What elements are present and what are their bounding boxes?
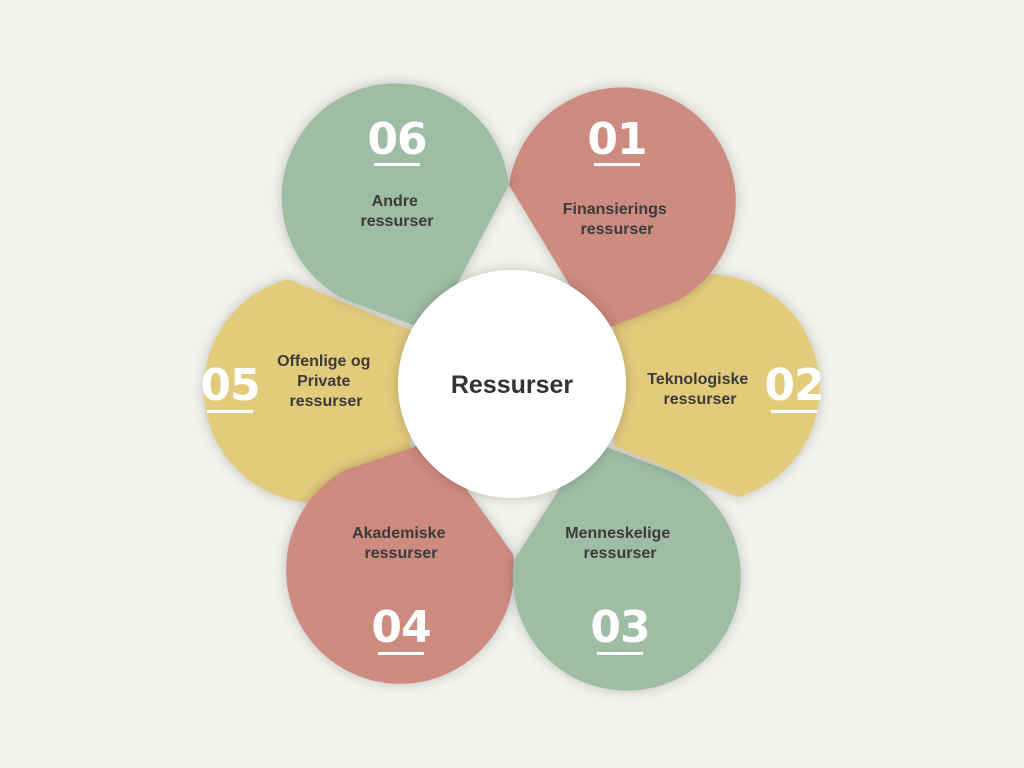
petal-05-label: Offenlige og Private ressurser <box>277 353 375 410</box>
petal-04-number: 04 <box>371 602 430 653</box>
petal-03-label: Menneskelige ressurser <box>565 525 674 562</box>
petal-05: 05 Offenlige og Private ressurser <box>200 353 375 413</box>
petal-06-underline <box>374 163 420 166</box>
petal-03-underline <box>597 652 643 655</box>
petal-03: 03 Menneskelige ressurser <box>565 525 674 655</box>
petal-06: 06 Andre ressurser <box>361 114 434 230</box>
petal-05-number: 05 <box>200 360 259 411</box>
petal-04: 04 Akademiske ressurser <box>352 525 450 655</box>
petal-01-shape <box>509 87 736 332</box>
petal-05-shape <box>203 279 410 504</box>
petal-03-shape <box>512 441 741 691</box>
petal-02: 02 Teknologiske ressurser <box>647 360 825 413</box>
petal-04-shape <box>286 441 515 684</box>
petal-01-label: Finansierings ressurser <box>563 201 671 238</box>
petal-02-label: Teknologiske ressurser <box>647 371 753 408</box>
petal-01: 01 Finansierings ressurser <box>563 114 671 238</box>
petal-01-underline <box>594 163 640 166</box>
petal-04-label: Akademiske ressurser <box>352 525 450 562</box>
petal-06-number: 06 <box>367 114 426 165</box>
petal-04-underline <box>378 652 424 655</box>
petal-05-underline <box>207 410 253 413</box>
petal-02-underline <box>771 410 817 413</box>
petal-03-number: 03 <box>590 602 649 653</box>
center-label: Ressurser <box>451 371 574 399</box>
petal-01-number: 01 <box>587 114 646 165</box>
petal-02-number: 02 <box>764 360 823 411</box>
petal-06-shape <box>281 83 509 332</box>
petal-02-shape <box>614 273 820 497</box>
petal-06-label: Andre ressurser <box>361 193 434 230</box>
center-circle <box>398 270 626 498</box>
